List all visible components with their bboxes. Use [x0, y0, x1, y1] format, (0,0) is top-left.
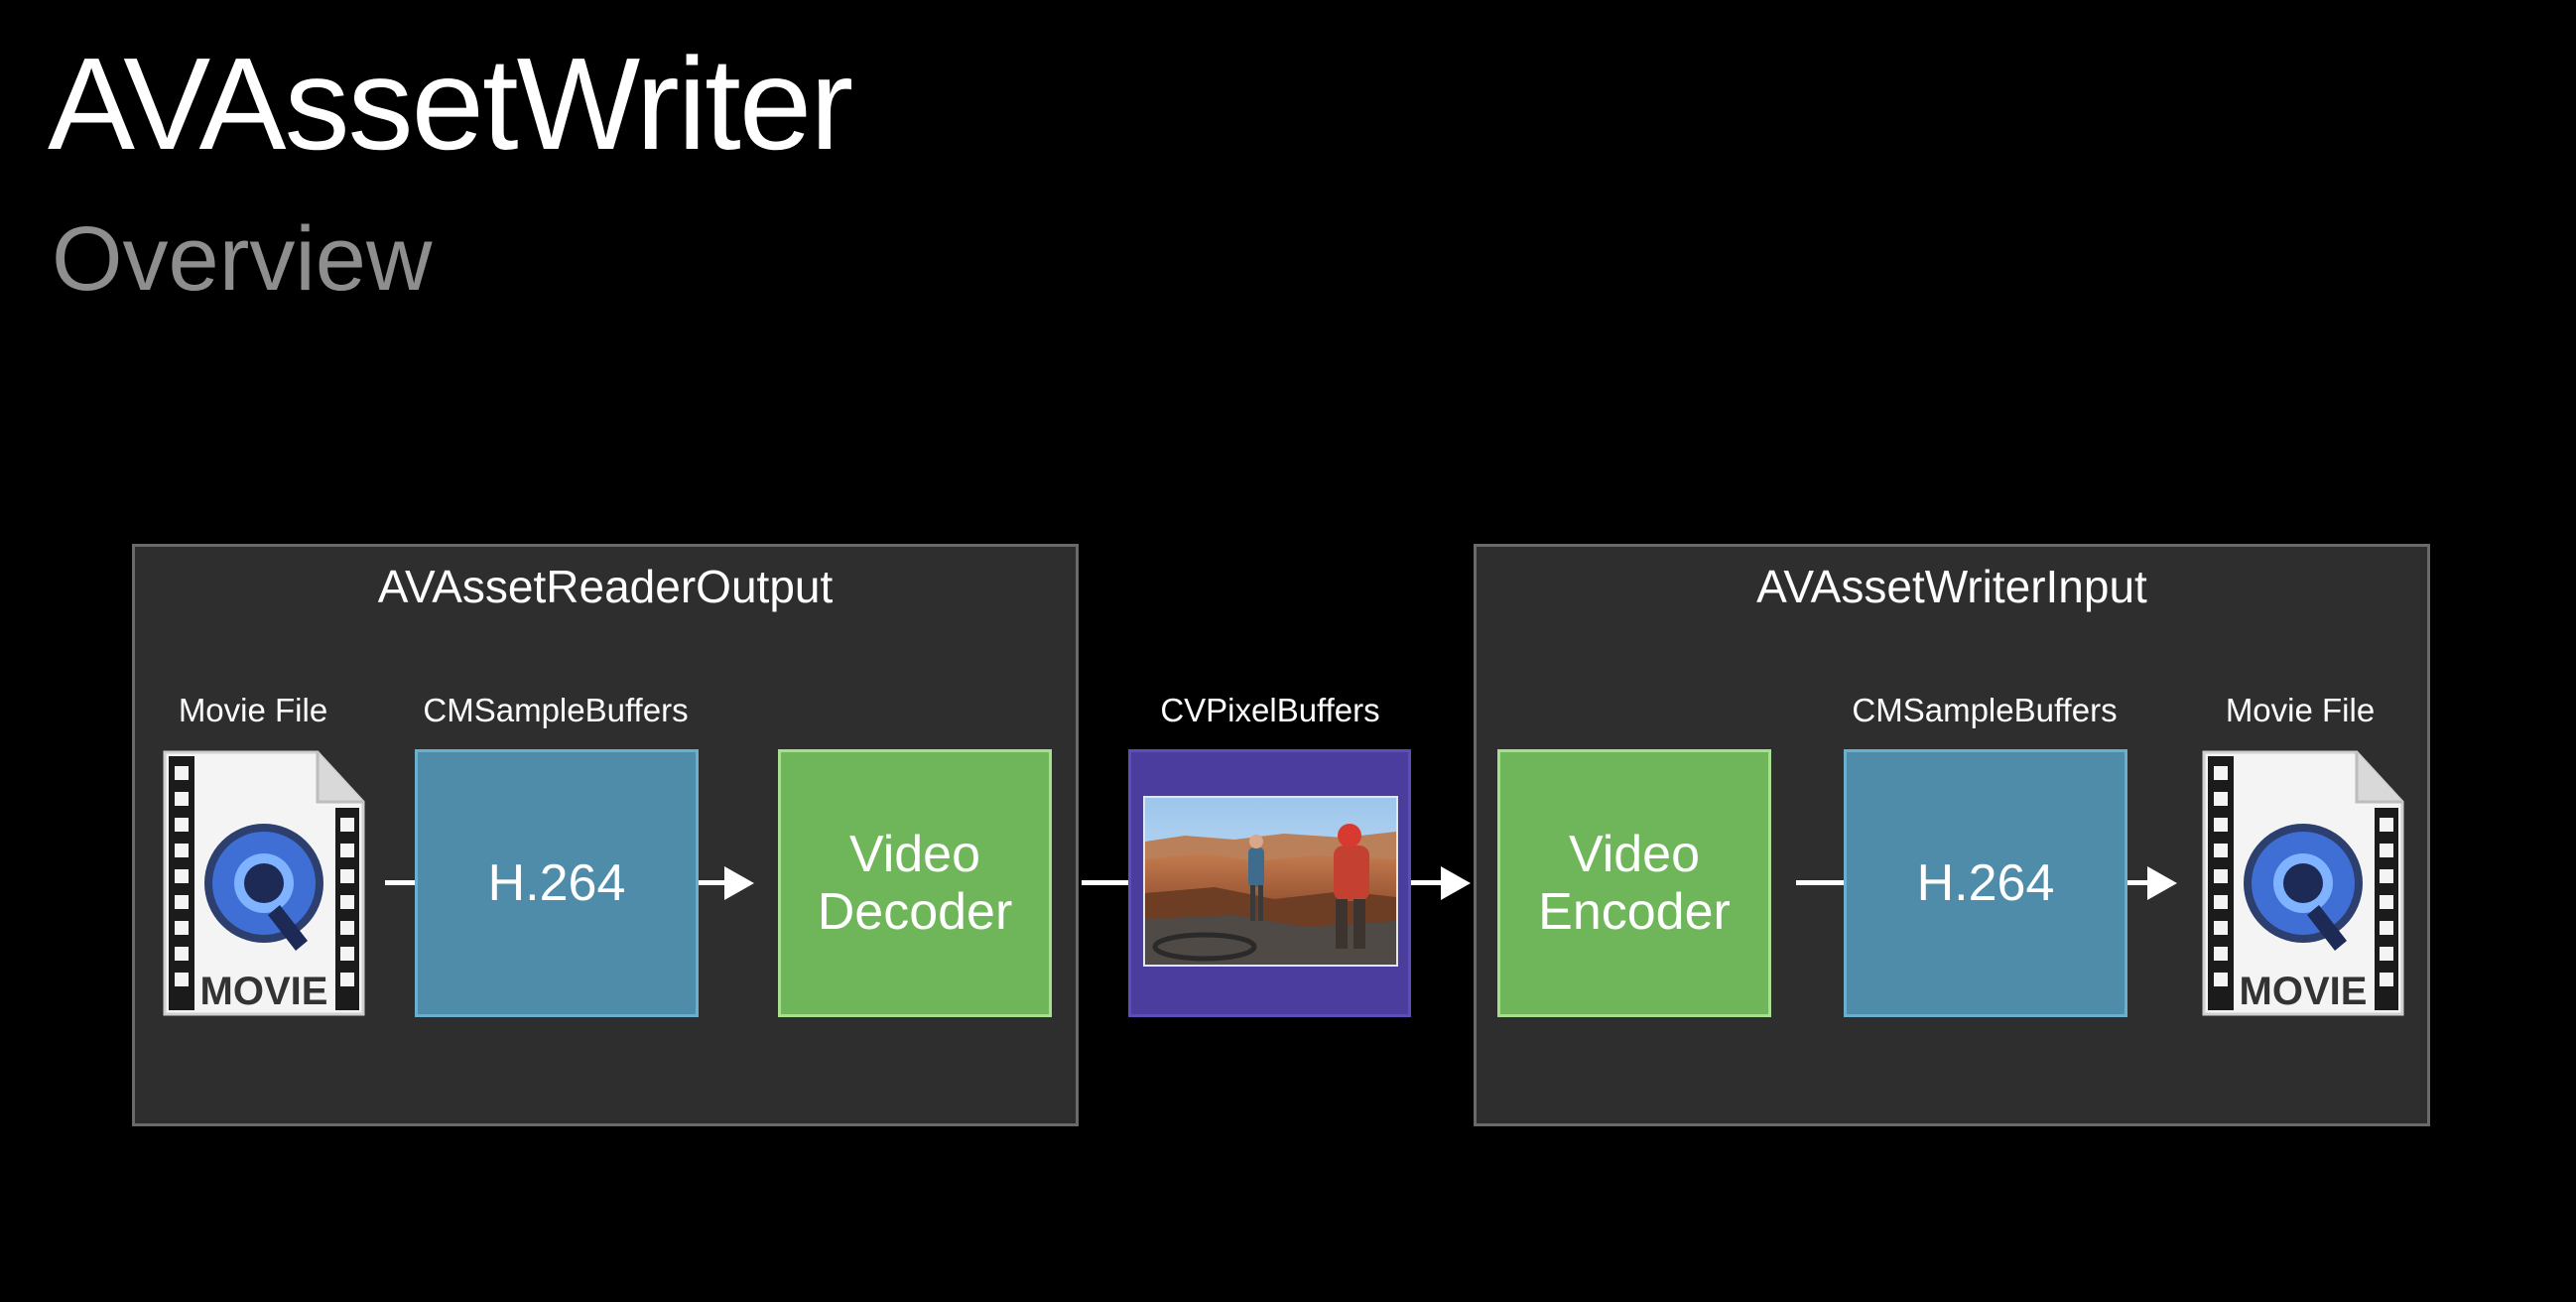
writer-sample-buffers-caption: CMSampleBuffers: [1852, 692, 2118, 728]
destination-movie-file-caption: Movie File: [2225, 692, 2376, 728]
video-encoder-line2: Encoder: [1538, 883, 1731, 941]
video-encoder-line1: Video: [1568, 826, 1701, 883]
video-decoder-line1: Video: [848, 826, 981, 883]
video-decoder-line2: Decoder: [817, 883, 1013, 941]
encoder-to-h264-connector: [1796, 880, 1846, 885]
writer-h264-to-movie-arrow: [2127, 866, 2177, 900]
video-decoder-block: Video Decoder: [778, 749, 1052, 1017]
source-connector-line: [385, 880, 415, 885]
decoder-to-pixelbuffer-connector: [1082, 880, 1128, 885]
source-movie-file-caption: Movie File: [178, 692, 328, 728]
slide-title: AVAssetWriter: [48, 31, 853, 177]
reader-h264-label: H.264: [487, 854, 626, 912]
pixel-buffers-caption: CVPixelBuffers: [1160, 692, 1380, 728]
destination-quicktime-movie-file-icon: MOVIE: [2202, 750, 2404, 1016]
slide-subtitle: Overview: [52, 208, 433, 310]
canyon-photo-thumbnail-icon: [1143, 796, 1398, 967]
reader-sample-buffers-caption: CMSampleBuffers: [423, 692, 689, 728]
pixelbuffer-to-encoder-arrow: [1411, 866, 1471, 900]
video-encoder-block: Video Encoder: [1497, 749, 1771, 1017]
asset-reader-output-title: AVAssetReaderOutput: [377, 561, 834, 612]
quicktime-movie-file-icon: MOVIE: [163, 750, 365, 1016]
destination-movie-badge: MOVIE: [2240, 970, 2368, 1013]
reader-h264-block: H.264: [415, 749, 699, 1017]
reader-h264-to-decoder-arrow: [699, 866, 754, 900]
source-movie-badge: MOVIE: [200, 970, 328, 1013]
asset-writer-input-title: AVAssetWriterInput: [1756, 561, 2147, 612]
canyon-photo-art: [1145, 798, 1396, 965]
writer-h264-label: H.264: [1916, 854, 2055, 912]
writer-h264-block: H.264: [1844, 749, 2127, 1017]
